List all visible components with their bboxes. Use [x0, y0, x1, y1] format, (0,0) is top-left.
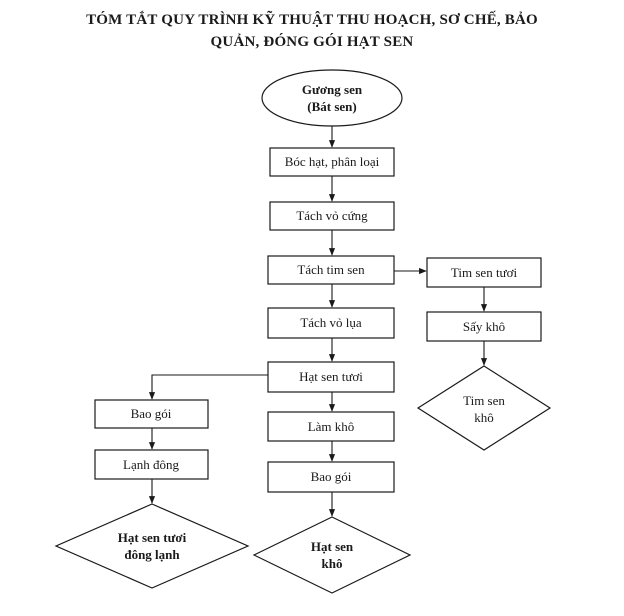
node-tim-sen-kho: Tim sen khô [416, 365, 552, 451]
page-title-line-2: QUẢN, ĐÓNG GÓI HẠT SEN [210, 34, 414, 50]
node-hat-sen-kho-line-2: khô [322, 556, 343, 571]
node-tach-vo-lua: Tách vỏ lụa [267, 307, 395, 339]
node-tim-sen-tuoi: Tim sen tươi [426, 257, 542, 288]
node-say-kho-label: Sấy khô [463, 319, 505, 334]
node-say-kho: Sấy khô [426, 311, 542, 342]
node-guong-sen-line-2: (Bát sen) [307, 99, 356, 114]
node-bao-goi-mid-label: Bao gói [311, 469, 352, 484]
connectors [148, 126, 488, 517]
node-lanh-dong: Lạnh đông [94, 449, 209, 480]
node-tach-vo-cung: Tách vỏ cứng [269, 201, 395, 231]
node-hat-sen-tuoi-label: Hạt sen tươi [299, 369, 363, 384]
node-hat-sen-kho: Hạt sen khô [252, 516, 412, 594]
node-tim-sen-tuoi-label: Tim sen tươi [451, 265, 518, 280]
node-hat-sen-dong-lanh-line-2: đông lạnh [124, 547, 180, 562]
node-bao-goi-left: Bao gói [94, 399, 209, 429]
node-tach-vo-lua-label: Tách vỏ lụa [300, 315, 362, 330]
node-hat-sen-kho-line-1: Hạt sen [311, 539, 354, 554]
node-boc-hat-label: Bóc hạt, phân loại [285, 154, 380, 169]
node-tach-vo-cung-label: Tách vỏ cứng [296, 208, 368, 223]
node-boc-hat-phan-loai: Bóc hạt, phân loại [269, 147, 395, 177]
node-bao-goi-left-label: Bao gói [131, 406, 172, 421]
node-hat-sen-tuoi: Hạt sen tươi [267, 361, 395, 393]
node-guong-sen: Gương sen (Bát sen) [261, 69, 403, 127]
node-hat-sen-tuoi-dong-lanh: Hạt sen tươi đông lạnh [54, 503, 250, 589]
node-tach-tim-sen: Tách tim sen [267, 255, 395, 285]
node-guong-sen-line-1: Gương sen [302, 82, 363, 97]
node-bao-goi-mid: Bao gói [267, 461, 395, 493]
node-tim-sen-kho-line-2: khô [474, 410, 494, 425]
node-lanh-dong-label: Lạnh đông [123, 457, 179, 472]
node-tim-sen-kho-line-1: Tim sen [463, 393, 505, 408]
page-title-line-1: TÓM TẮT QUY TRÌNH KỸ THUẬT THU HOẠCH, SƠ… [86, 12, 538, 28]
node-lam-kho: Làm khô [267, 411, 395, 442]
arrow-hat-sen-tuoi-to-bao-goi-left [148, 374, 268, 400]
node-tach-tim-sen-label: Tách tim sen [297, 262, 365, 277]
node-lam-kho-label: Làm khô [308, 419, 355, 434]
node-hat-sen-dong-lanh-line-1: Hạt sen tươi [118, 530, 187, 545]
